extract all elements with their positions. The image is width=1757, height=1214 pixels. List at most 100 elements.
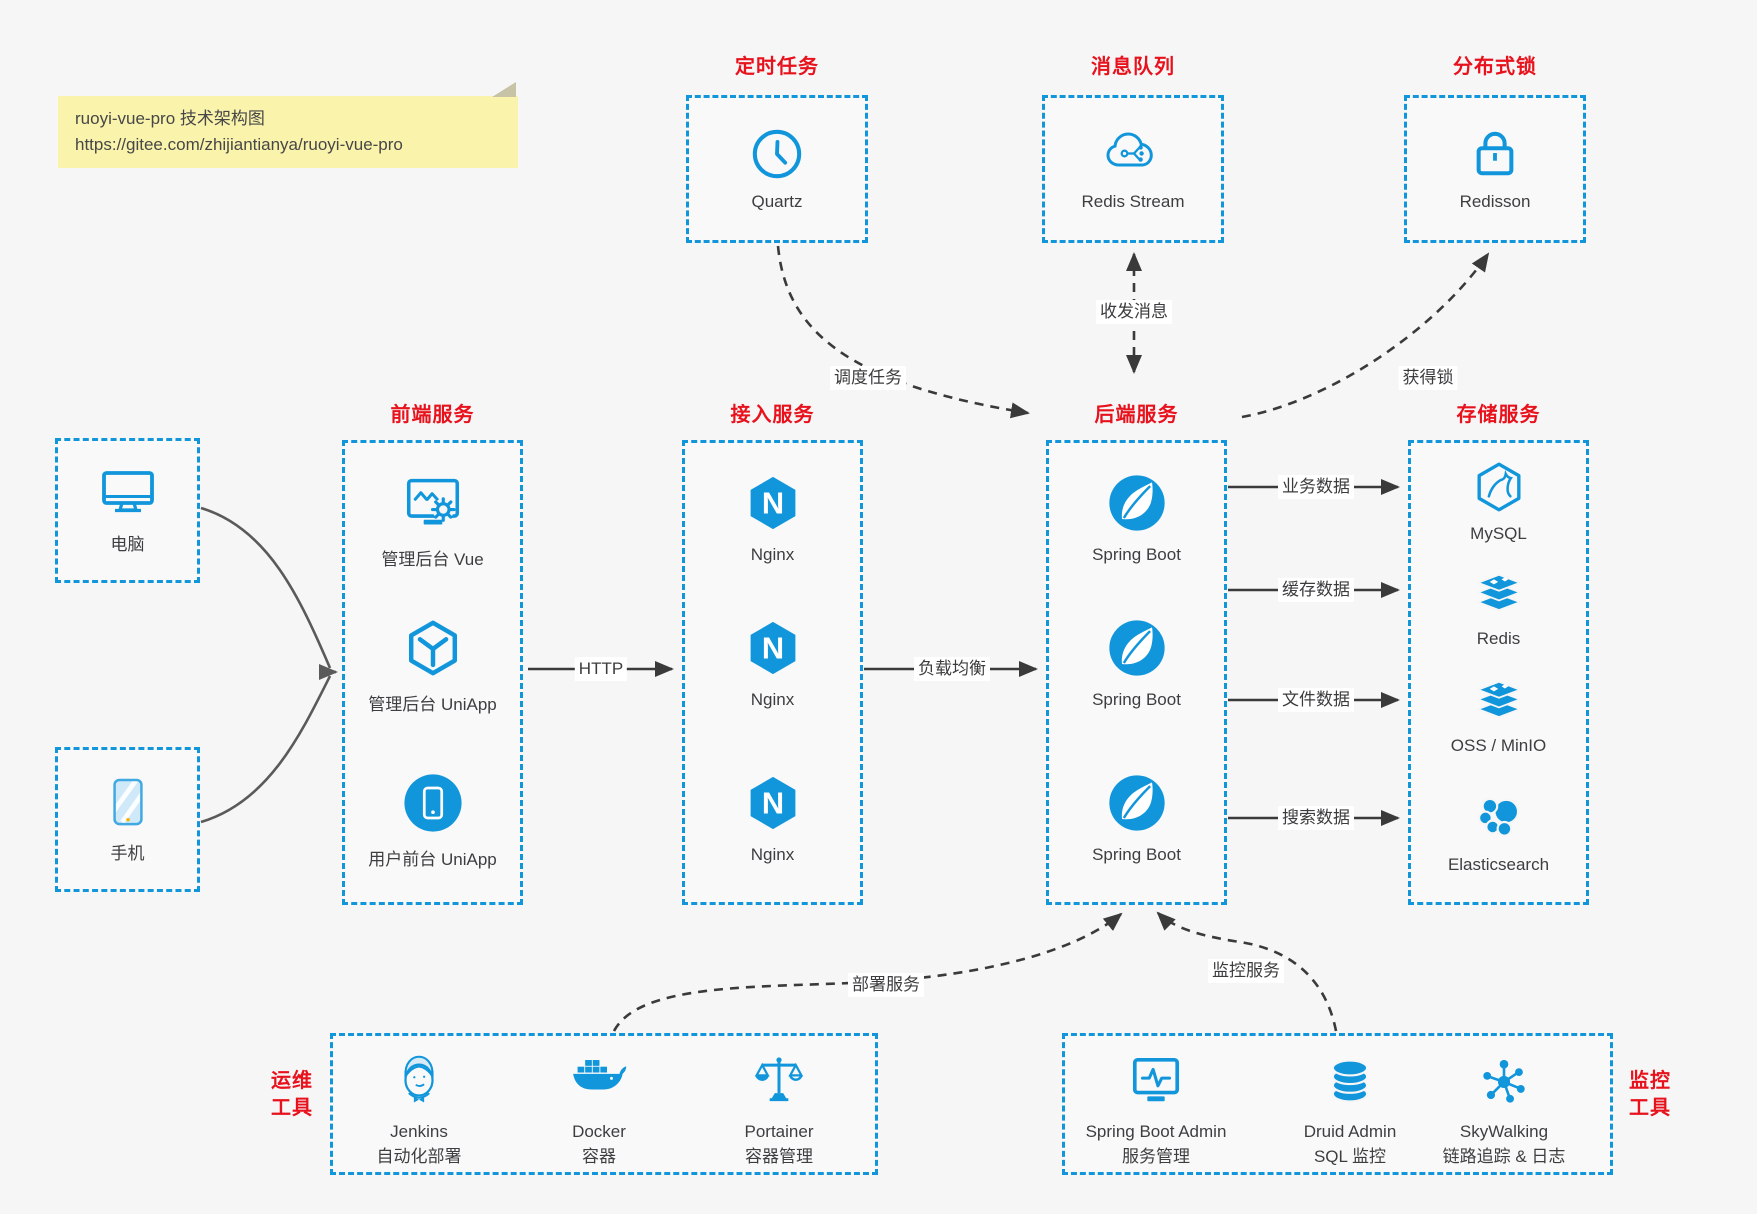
sticky-note: ruoyi-vue-pro 技术架构图 https://gitee.com/zh… xyxy=(58,82,518,168)
nginx-icon: N xyxy=(745,473,801,533)
node-label: Docker xyxy=(572,1122,626,1141)
node-spring-boot-admin: Spring Boot Admin 服务管理 xyxy=(1071,1052,1241,1169)
mysql-icon xyxy=(1472,461,1526,513)
node-label: Redis xyxy=(1476,629,1521,648)
edge-label-file-data: 文件数据 xyxy=(1278,688,1354,712)
node-label: Jenkins xyxy=(390,1122,448,1141)
group-title-ops-tools: 运维 工具 xyxy=(256,1068,328,1122)
node-label: Spring Boot xyxy=(1092,545,1181,564)
node-redisson: Redisson xyxy=(1404,95,1586,243)
group-frontend: 管理后台 Vue 管理后台 UniApp 用户前台 UniApp xyxy=(342,440,523,905)
edge-label-business-data: 业务数据 xyxy=(1278,475,1354,499)
node-user-uniapp: 用户前台 UniApp xyxy=(345,773,520,870)
ops-side-line2: 工具 xyxy=(271,1097,313,1119)
node-spring-boot-3: Spring Boot xyxy=(1049,773,1224,865)
jenkins-icon xyxy=(391,1052,447,1110)
node-skywalking: SkyWalking 链路追踪 & 日志 xyxy=(1419,1052,1589,1169)
phone-icon xyxy=(105,775,151,831)
node-label: Nginx xyxy=(750,690,795,709)
nginx-icon: N xyxy=(745,618,801,678)
node-label: 管理后台 Vue xyxy=(381,550,484,569)
spring-boot-icon xyxy=(1107,473,1167,533)
node-label: MySQL xyxy=(1470,524,1527,543)
group-title-monitoring-tools: 监控 工具 xyxy=(1614,1068,1686,1122)
desktop-icon xyxy=(98,466,158,522)
svg-text:N: N xyxy=(761,786,783,821)
edge-label-search-data: 搜索数据 xyxy=(1278,806,1354,830)
node-label: Redis Stream xyxy=(1081,192,1185,211)
spring-boot-icon xyxy=(1107,773,1167,833)
group-title-frontend: 前端服务 xyxy=(390,404,475,426)
ops-side-line1: 运维 xyxy=(271,1070,313,1092)
node-spring-boot-2: Spring Boot xyxy=(1049,618,1224,710)
node-nginx-1: N Nginx xyxy=(685,473,860,565)
node-label: 手机 xyxy=(110,844,145,863)
user-uniapp-icon xyxy=(402,773,464,833)
node-jenkins: Jenkins 自动化部署 xyxy=(334,1052,504,1169)
oss-minio-icon xyxy=(1472,673,1526,725)
node-sublabel: 服务管理 xyxy=(1122,1147,1190,1166)
portainer-icon xyxy=(751,1052,807,1110)
group-title-distributed-lock: 分布式锁 xyxy=(1453,56,1537,78)
node-elasticsearch: Elasticsearch xyxy=(1411,789,1586,875)
uniapp-cube-icon xyxy=(402,618,464,678)
druid-icon xyxy=(1324,1052,1376,1110)
node-label: Druid Admin xyxy=(1303,1122,1397,1141)
edge-label-monitor-service: 监控服务 xyxy=(1208,959,1284,983)
group-title-gateway: 接入服务 xyxy=(730,404,815,426)
node-redis: Redis xyxy=(1411,566,1586,649)
admin-vue-icon xyxy=(403,473,463,533)
svg-text:N: N xyxy=(761,631,783,666)
node-label: Elasticsearch xyxy=(1447,855,1550,874)
monitoring-side-line2: 工具 xyxy=(1629,1097,1671,1119)
spring-boot-admin-icon xyxy=(1127,1052,1185,1110)
node-pc-client: 电脑 xyxy=(55,438,200,583)
node-mobile-client: 手机 xyxy=(55,747,200,892)
nginx-icon: N xyxy=(745,773,801,833)
group-backend: Spring Boot Spring Boot Spring Boot xyxy=(1046,440,1227,905)
spring-boot-icon xyxy=(1107,618,1167,678)
node-nginx-2: N Nginx xyxy=(685,618,860,710)
node-sublabel: 链路追踪 & 日志 xyxy=(1442,1147,1566,1166)
node-oss-minio: OSS / MinIO xyxy=(1411,673,1586,756)
node-sublabel: 容器管理 xyxy=(744,1147,813,1166)
node-label: SkyWalking xyxy=(1459,1122,1549,1141)
edge-label-send-receive: 收发消息 xyxy=(1096,300,1172,324)
node-redis-stream: Redis Stream xyxy=(1042,95,1224,243)
note-url: https://gitee.com/zhijiantianya/ruoyi-vu… xyxy=(75,135,403,154)
edge-label-http: HTTP xyxy=(574,657,628,681)
group-monitoring-tools: Spring Boot Admin 服务管理 Druid Admin SQL 监… xyxy=(1062,1033,1613,1175)
edge-label-schedule-task: 调度任务 xyxy=(830,366,906,390)
node-portainer: Portainer 容器管理 xyxy=(694,1052,864,1169)
node-label: Redisson xyxy=(1459,192,1531,211)
group-storage: MySQL Redis xyxy=(1408,440,1589,905)
edge-label-deploy-service: 部署服务 xyxy=(848,973,924,997)
group-title-storage: 存储服务 xyxy=(1456,404,1541,426)
node-label: 用户前台 UniApp xyxy=(368,850,497,869)
node-label: Nginx xyxy=(750,545,795,564)
node-label: Spring Boot xyxy=(1092,845,1181,864)
edge-label-cache-data: 缓存数据 xyxy=(1278,578,1354,602)
node-druid-admin: Druid Admin SQL 监控 xyxy=(1265,1052,1435,1169)
node-label: Portainer xyxy=(744,1122,814,1141)
skywalking-icon xyxy=(1476,1052,1532,1110)
node-label: 电脑 xyxy=(110,535,145,554)
cloud-stream-icon xyxy=(1103,126,1163,182)
lock-icon xyxy=(1470,126,1520,182)
group-title-backend: 后端服务 xyxy=(1094,404,1179,426)
node-sublabel: 自动化部署 xyxy=(376,1147,462,1166)
group-title-message-queue: 消息队列 xyxy=(1091,56,1175,78)
node-label: Quartz xyxy=(751,192,803,211)
node-mysql: MySQL xyxy=(1411,461,1586,544)
svg-text:N: N xyxy=(761,486,783,521)
node-label: Spring Boot xyxy=(1092,690,1181,709)
docker-icon xyxy=(570,1052,628,1110)
clock-icon xyxy=(750,126,804,182)
monitoring-side-line1: 监控 xyxy=(1629,1070,1671,1092)
edge-label-load-balance: 负载均衡 xyxy=(914,657,990,681)
node-sublabel: 容器 xyxy=(581,1147,616,1166)
group-ops-tools: Jenkins 自动化部署 xyxy=(330,1033,878,1175)
node-label: 管理后台 UniApp xyxy=(368,695,497,714)
node-docker: Docker 容器 xyxy=(514,1052,684,1169)
